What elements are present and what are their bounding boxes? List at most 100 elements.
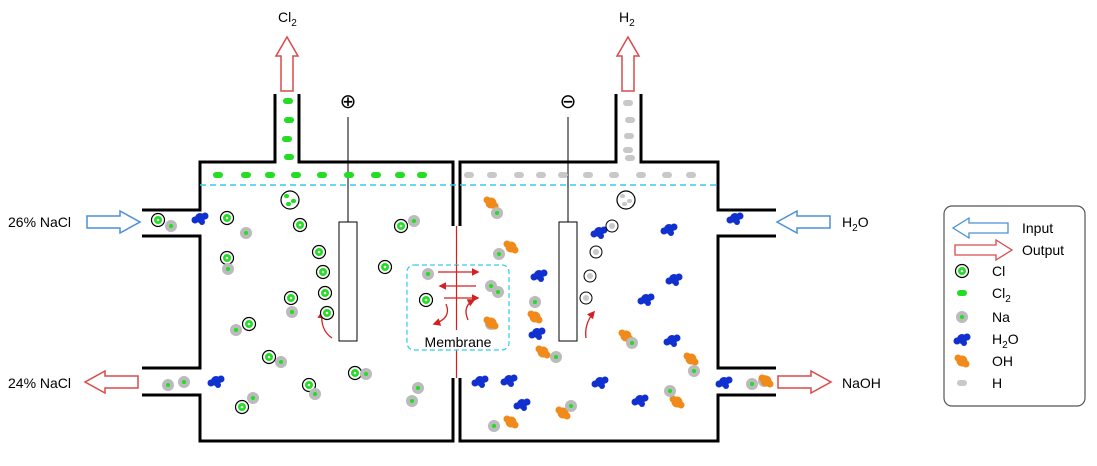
legend-label-h2o: H2O [992,331,1019,351]
oh-ion [483,196,499,210]
cl-ion [261,349,277,365]
cl2-molecule [283,98,293,104]
na-ion [488,420,500,432]
cl2-molecule [284,117,294,123]
cl-ion [241,316,257,332]
h2o-molecule [631,394,649,407]
h2o-molecule [726,212,744,225]
legend-na-icon [956,311,968,323]
cl-ion [234,399,250,415]
cl-ion [317,285,333,301]
h-atom [624,133,634,139]
naoh-output-arrow [777,369,833,395]
cl-ion [301,377,317,393]
legend-h-icon [957,380,967,386]
cl2-bubble [280,190,300,210]
legend-h2o-icon [953,333,971,346]
h-gas-atom [583,269,597,283]
h-gas-atom [605,219,619,233]
cl2-molecule [291,172,301,178]
cell-walls [142,94,776,443]
cl-ion [315,264,331,280]
legend-label-output: Output [1022,242,1064,258]
oh-ion [527,310,543,324]
oh-ion [483,316,499,330]
membrane-label: Membrane [425,334,492,350]
cl2-output-label: Cl2 [278,9,297,29]
cl-ion [418,292,434,308]
legend-oh-icon [954,354,970,368]
na-ion [664,385,676,397]
legend-symbols [953,263,971,386]
h2o-molecule [660,223,678,236]
legend-cl2-icon [957,290,967,296]
h-atom [487,172,497,178]
oh-ion [669,395,685,409]
nacl-output-label: 24% NaCl [8,375,71,391]
cl2-molecule [284,154,294,160]
particles [150,98,774,432]
h-atom [636,172,646,178]
h2o-molecule [590,226,608,239]
h-atom [583,172,593,178]
na-ion [493,248,505,260]
legend-label-h: H [992,375,1002,391]
oh-ion [758,374,774,388]
cl-ion [393,218,409,234]
h-atom [514,172,524,178]
h-atom [686,172,696,178]
anode: ⊕ [338,91,358,342]
anode-sign: ⊕ [340,91,357,113]
h-atom [623,147,633,153]
cl-ion [319,305,335,321]
na-ion [746,378,758,390]
h-atom [536,172,546,178]
cl-ion [292,217,308,233]
cl-ion [219,250,235,266]
h2o-molecule [207,375,225,388]
h-atom [625,117,635,123]
h2-output-label: H2 [619,9,635,29]
nacl-input-label: 26% NaCl [8,214,71,230]
h-atom [609,172,619,178]
legend-input-arrow [951,216,1009,240]
na-ion [565,400,577,412]
oh-ion [555,406,571,420]
water-input-label: H2O [842,214,869,234]
h2o-molecule [471,375,489,388]
cl2-molecule [213,172,223,178]
cl2-molecule [241,172,251,178]
na-ion [492,286,504,298]
legend-output-arrow [954,238,1014,262]
cl-ion [347,365,363,381]
na-ion [688,365,700,377]
h2o-molecule [591,376,609,389]
h-atom [662,172,672,178]
oh-ion [535,345,551,359]
legend-label-input: Input [1022,220,1053,236]
cl-ion [311,244,327,260]
na-ion [162,379,174,391]
na-ion [240,227,252,239]
cathode: ⊖ [558,91,578,342]
cl2-molecule [371,172,381,178]
na-ion [406,395,418,407]
oh-ion [683,352,699,366]
na-ion [422,268,434,280]
na-ion [529,296,541,308]
cl2-molecule [265,172,275,178]
na-ion [247,392,259,404]
legend-label-oh: OH [992,353,1013,369]
h2-output-arrow [615,35,641,92]
cl-ion [150,212,166,228]
h2o-molecule [663,334,681,347]
cl2-molecule [282,136,292,142]
h2o-molecule [530,269,548,282]
na-ion [165,220,177,232]
h-gas-atom [579,291,593,305]
cl2-molecule [417,172,427,178]
na-ion [550,351,562,363]
na-ion [309,388,321,400]
water-input-arrow [775,209,831,235]
